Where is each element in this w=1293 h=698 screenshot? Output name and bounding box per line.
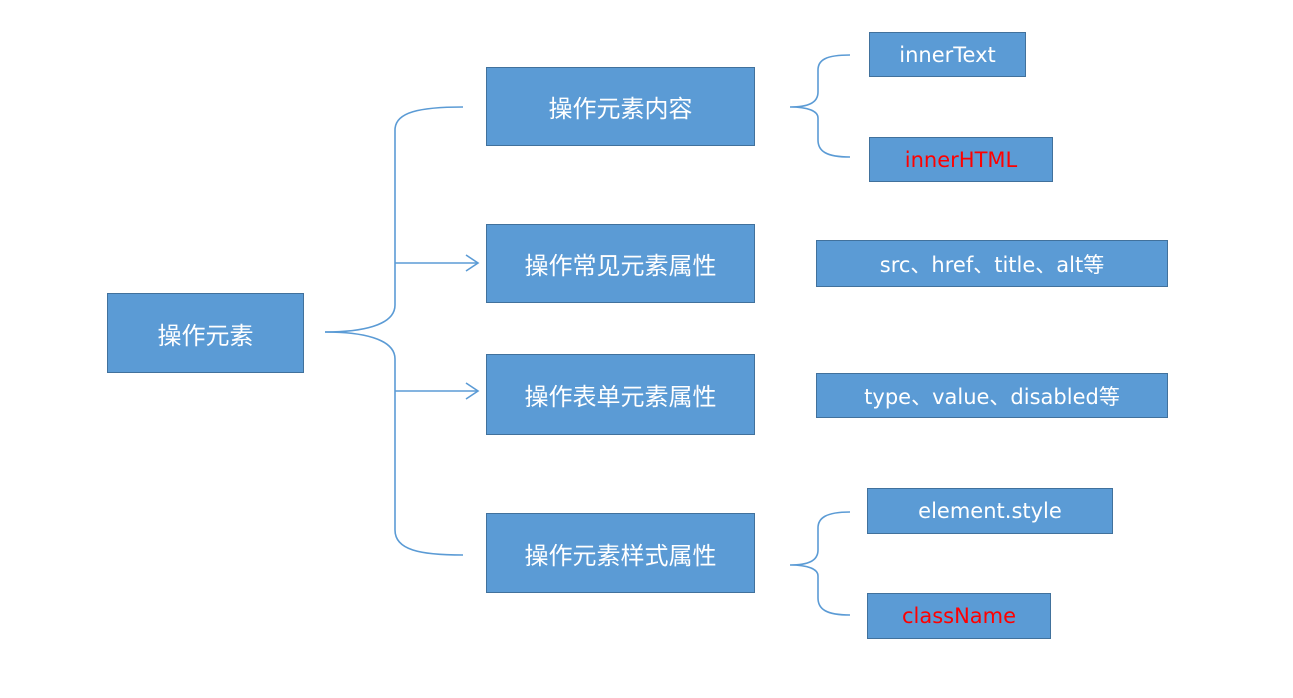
- node-leaf-classname-label: className: [901, 604, 1017, 628]
- node-root-label: 操作元素: [157, 321, 254, 350]
- node-category-form-attrs: 操作表单元素属性: [486, 354, 755, 435]
- node-leaf-element-style: element.style: [867, 488, 1113, 534]
- root-brace: [324, 106, 464, 333]
- node-root: 操作元素: [107, 293, 304, 373]
- node-leaf-common-attrs: src、href、title、alt等: [816, 240, 1168, 287]
- node-leaf-innerhtml-label: innerHTML: [904, 147, 1018, 172]
- brace-m4: [789, 511, 851, 616]
- node-leaf-element-style-label: element.style: [918, 499, 1062, 523]
- node-leaf-innertext: innerText: [869, 32, 1026, 77]
- brace-m1: [789, 54, 851, 158]
- node-leaf-form-attrs-label: type、value、disabled等: [864, 384, 1120, 409]
- node-leaf-form-attrs: type、value、disabled等: [816, 373, 1168, 418]
- arrow-head-m3: [465, 382, 480, 400]
- node-category-style-attrs-label: 操作元素样式属性: [524, 541, 717, 570]
- node-leaf-innerhtml: innerHTML: [869, 137, 1053, 182]
- node-leaf-innertext-label: innerText: [899, 42, 996, 67]
- node-category-content-label: 操作元素内容: [548, 95, 693, 123]
- node-category-common-attrs-label: 操作常见元素属性: [524, 252, 717, 280]
- node-leaf-classname: className: [867, 593, 1051, 639]
- arrow-head-m2: [465, 254, 480, 272]
- root-brace-lower: [324, 331, 464, 556]
- node-category-style-attrs: 操作元素样式属性: [486, 513, 755, 593]
- node-category-common-attrs: 操作常见元素属性: [486, 224, 755, 303]
- node-category-content: 操作元素内容: [486, 67, 755, 146]
- node-leaf-common-attrs-label: src、href、title、alt等: [879, 252, 1105, 277]
- node-category-form-attrs-label: 操作表单元素属性: [524, 383, 717, 411]
